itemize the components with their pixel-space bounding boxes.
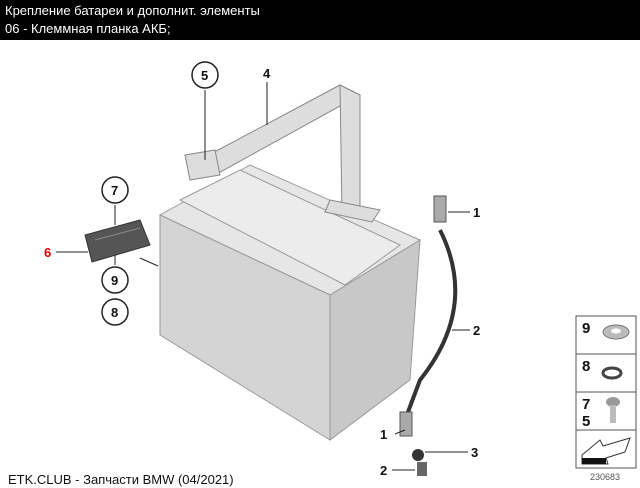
callout-6[interactable]: 6 — [44, 245, 51, 260]
battery-bracket — [184, 84, 381, 223]
cap — [412, 449, 424, 461]
legend-9: 9 — [582, 320, 590, 337]
plug — [417, 462, 427, 476]
callout-3[interactable]: 3 — [471, 445, 478, 460]
callout-circle-5 — [191, 61, 219, 89]
callout-circle-9 — [101, 266, 129, 294]
callout-4[interactable]: 4 — [263, 66, 271, 81]
image-code: 230683 — [590, 472, 621, 482]
legend-8: 8 — [582, 358, 590, 375]
battery — [158, 164, 422, 441]
hose-connector-top — [433, 195, 447, 223]
header-subtitle: 06 - Клеммная планка АКБ; — [5, 21, 171, 36]
legend-7: 7 — [582, 396, 590, 413]
grommet-icon — [601, 366, 623, 380]
callout-circle-7 — [101, 176, 129, 204]
callout-circle-8 — [101, 298, 129, 326]
bolt-icon — [606, 397, 620, 423]
callout-1-bottom[interactable]: 1 — [380, 427, 387, 442]
header: Крепление батареи и дополнит. элементы 0… — [0, 0, 640, 40]
washer-hole — [611, 328, 621, 334]
callout-8[interactable]: 8 — [111, 305, 118, 320]
legend-5: 5 — [582, 413, 590, 430]
callout-5[interactable]: 5 — [201, 68, 208, 83]
callout-2-hose[interactable]: 2 — [473, 323, 480, 338]
callout-1-top[interactable]: 1 — [473, 205, 480, 220]
callout-2-plug[interactable]: 2 — [380, 463, 387, 478]
arrow-base — [582, 458, 606, 464]
terminal-strip — [84, 219, 151, 263]
vent-hose — [403, 229, 458, 421]
callout-7[interactable]: 7 — [111, 183, 118, 198]
callout-9[interactable]: 9 — [111, 273, 118, 288]
header-title: Крепление батареи и дополнит. элементы — [5, 3, 260, 18]
hose-connector-bottom — [399, 411, 413, 437]
footer-text: ETK.CLUB - Запчасти BMW (04/2021) — [8, 472, 234, 487]
